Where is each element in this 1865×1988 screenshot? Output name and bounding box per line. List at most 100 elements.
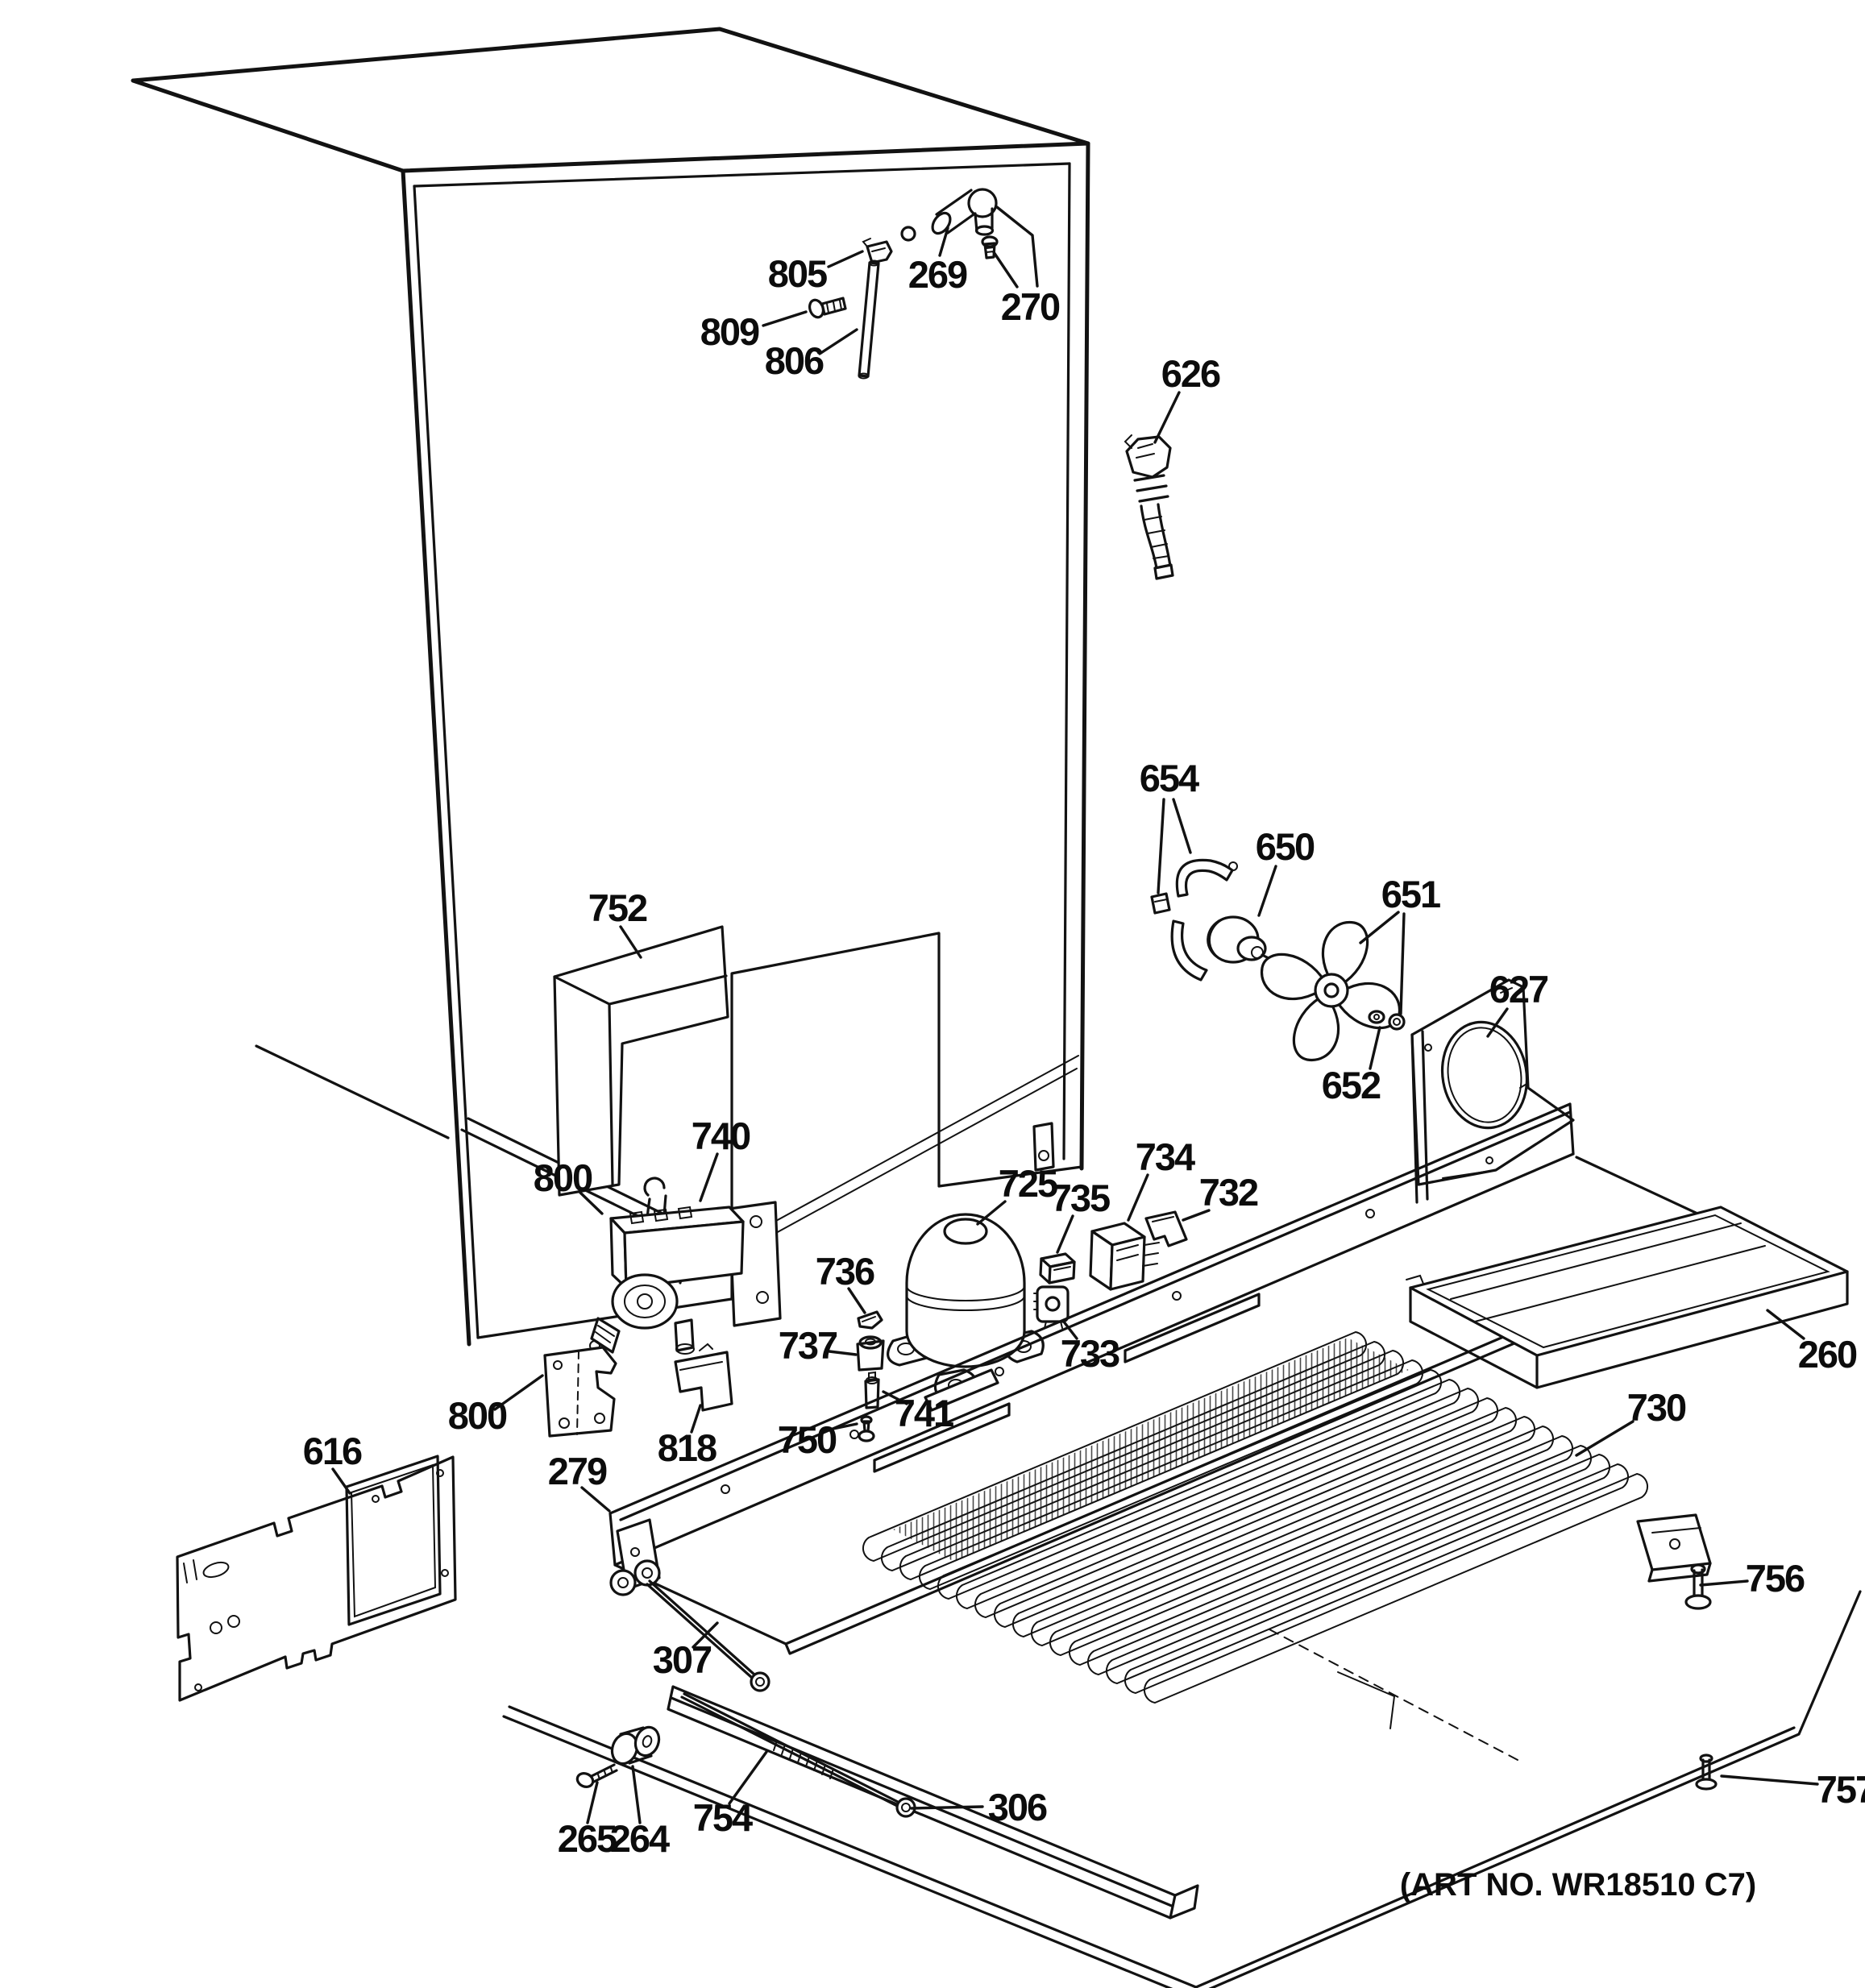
connector-734 [1089, 1222, 1160, 1291]
part-label-279: 279 [548, 1450, 607, 1492]
part-label-264: 264 [610, 1817, 670, 1860]
cover-752 [553, 925, 729, 1197]
part-label-750: 750 [778, 1418, 837, 1461]
floor-panel [502, 1590, 1862, 1988]
leader-264 [631, 1765, 642, 1824]
clip-735 [1039, 1252, 1076, 1285]
condenser-coil-730 [862, 1331, 1649, 1704]
part-label-652: 652 [1322, 1064, 1381, 1106]
part-label-627: 627 [1489, 968, 1548, 1011]
part-label-730: 730 [1627, 1386, 1686, 1429]
clip-818 [674, 1343, 733, 1412]
leader-805 [827, 250, 864, 268]
leveling-screw-756 [1684, 1563, 1712, 1610]
standoff-741 [864, 1371, 880, 1409]
drain-rail-754 [667, 1685, 1199, 1920]
rod-306 [680, 1692, 916, 1818]
tube-806 [858, 259, 880, 380]
leader-269 [938, 226, 949, 257]
fan-blade-651 [1260, 920, 1402, 1062]
clip-736 [857, 1310, 883, 1330]
fan-shroud-627 [1410, 978, 1575, 1204]
part-label-736: 736 [816, 1250, 874, 1293]
leader-756 [1699, 1579, 1749, 1587]
part-label-756: 756 [1746, 1557, 1805, 1600]
wire-clip-732 [1144, 1210, 1188, 1247]
leader-279 [580, 1486, 611, 1513]
leader-307 [692, 1621, 719, 1649]
leader-270 [995, 205, 1039, 288]
leader-651 [1399, 912, 1406, 1015]
rod-307 [646, 1579, 771, 1692]
part-label-270: 270 [1001, 285, 1060, 328]
part-label-269: 269 [908, 253, 967, 296]
elbow-fitting-269 [931, 188, 998, 236]
part-label-800l: 800 [448, 1394, 507, 1437]
screw-750 [858, 1415, 875, 1442]
leader-737 [828, 1350, 858, 1356]
part-label-307: 307 [653, 1638, 712, 1681]
grommet-737 [856, 1335, 885, 1372]
part-label-754: 754 [693, 1796, 753, 1839]
part-label-306: 306 [988, 1786, 1047, 1828]
mount-plate-800 [543, 1346, 617, 1438]
leader-735 [1056, 1214, 1074, 1254]
leader-652 [1369, 1026, 1381, 1070]
leader-740 [699, 1152, 719, 1202]
leader-754 [728, 1750, 768, 1805]
part-label-733: 733 [1061, 1332, 1119, 1375]
part-label-735: 735 [1051, 1177, 1110, 1219]
leader-800l [493, 1374, 544, 1411]
power-cord-626 [1124, 434, 1174, 580]
part-label-741: 741 [895, 1392, 953, 1434]
leader-809 [762, 310, 808, 327]
art-number-text: (ART NO. WR18510 C7) [1400, 1867, 1756, 1903]
leader-800u [579, 1191, 604, 1215]
part-label-654: 654 [1140, 757, 1199, 799]
leader-741 [882, 1390, 908, 1405]
access-panel-616 [176, 1455, 457, 1702]
mount-arcs-654 [1150, 858, 1238, 982]
part-label-800u: 800 [534, 1156, 592, 1199]
part-label-805: 805 [768, 252, 827, 295]
part-label-732: 732 [1199, 1171, 1258, 1214]
leader-818 [690, 1404, 702, 1434]
part-label-650: 650 [1256, 825, 1315, 868]
drain-pan-260 [1406, 1206, 1849, 1389]
bracket-756 [1636, 1513, 1712, 1583]
leader-654 [1172, 798, 1192, 854]
cabinet-hole [900, 226, 916, 242]
part-label-740: 740 [692, 1114, 750, 1157]
leader-650 [1257, 865, 1277, 917]
leader-750 [824, 1422, 858, 1432]
part-label-757: 757 [1817, 1768, 1865, 1811]
leader-730 [1575, 1420, 1634, 1457]
cabinet-outline [131, 27, 1090, 1347]
leader-806 [818, 328, 858, 355]
leader-260 [1766, 1309, 1805, 1340]
part-label-806: 806 [765, 339, 824, 382]
part-label-260: 260 [1798, 1333, 1857, 1376]
part-label-616: 616 [303, 1430, 362, 1472]
leader-265 [586, 1781, 599, 1824]
part-label-809: 809 [700, 310, 759, 353]
leader-651 [1359, 911, 1400, 944]
water-valve-800 [589, 1201, 782, 1355]
leader-306 [910, 1805, 984, 1810]
clamp-805 [862, 238, 893, 264]
part-label-651: 651 [1381, 873, 1440, 915]
part-label-626: 626 [1161, 352, 1220, 395]
part-label-734: 734 [1136, 1135, 1195, 1178]
screw-809 [808, 297, 847, 319]
roller-264 [610, 1725, 661, 1766]
part-label-725: 725 [999, 1162, 1057, 1205]
leader-725 [976, 1200, 1007, 1226]
leader-627 [1486, 1007, 1509, 1038]
screw-270 [981, 235, 999, 259]
part-label-265: 265 [558, 1817, 617, 1860]
part-label-752: 752 [588, 886, 647, 929]
leader-752 [619, 925, 642, 959]
